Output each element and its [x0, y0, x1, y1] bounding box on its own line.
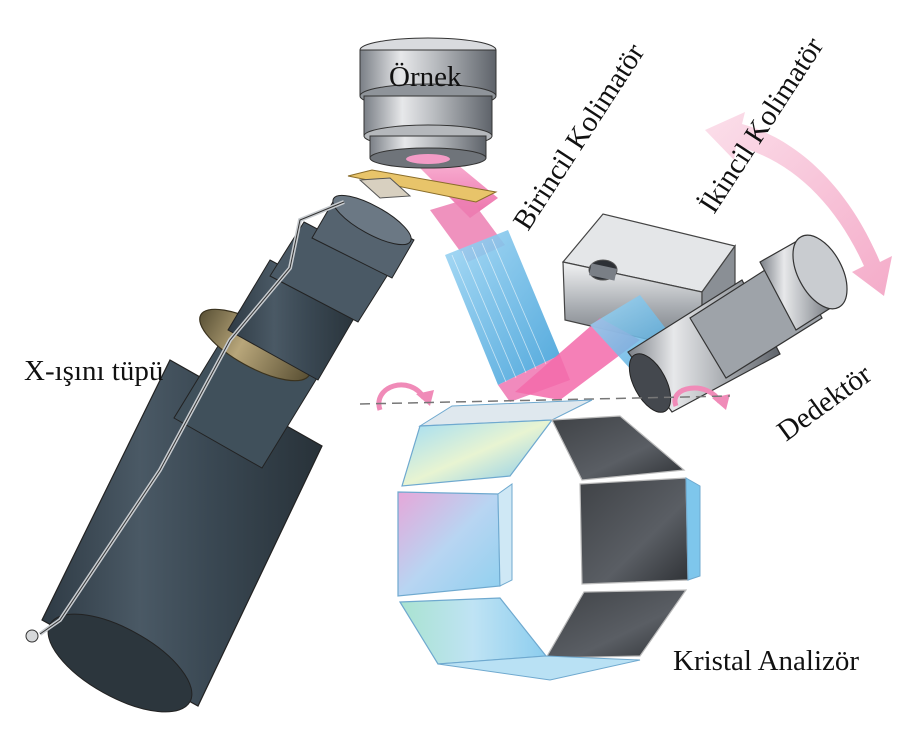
crystal-rotation-arrows [359, 382, 731, 411]
xray-tube [25, 194, 415, 713]
filter-plate [347, 169, 498, 203]
detector-cylinder [627, 234, 848, 413]
sample-holder [359, 37, 497, 169]
crystal-analyzer [397, 399, 701, 681]
sample-label: Örnek [389, 61, 462, 93]
detector-label: Dedektör [771, 358, 877, 448]
primary-collimator-label: Birincil Kolimatör [507, 38, 651, 236]
rotation-arrow-icon [705, 112, 892, 296]
secondary-collimator-label: İkincil Kolimatör [693, 32, 830, 219]
xray-tube-label: X-ışını tüpü [24, 355, 163, 387]
crystal-analyzer-label: Kristal Analizör [673, 645, 859, 677]
